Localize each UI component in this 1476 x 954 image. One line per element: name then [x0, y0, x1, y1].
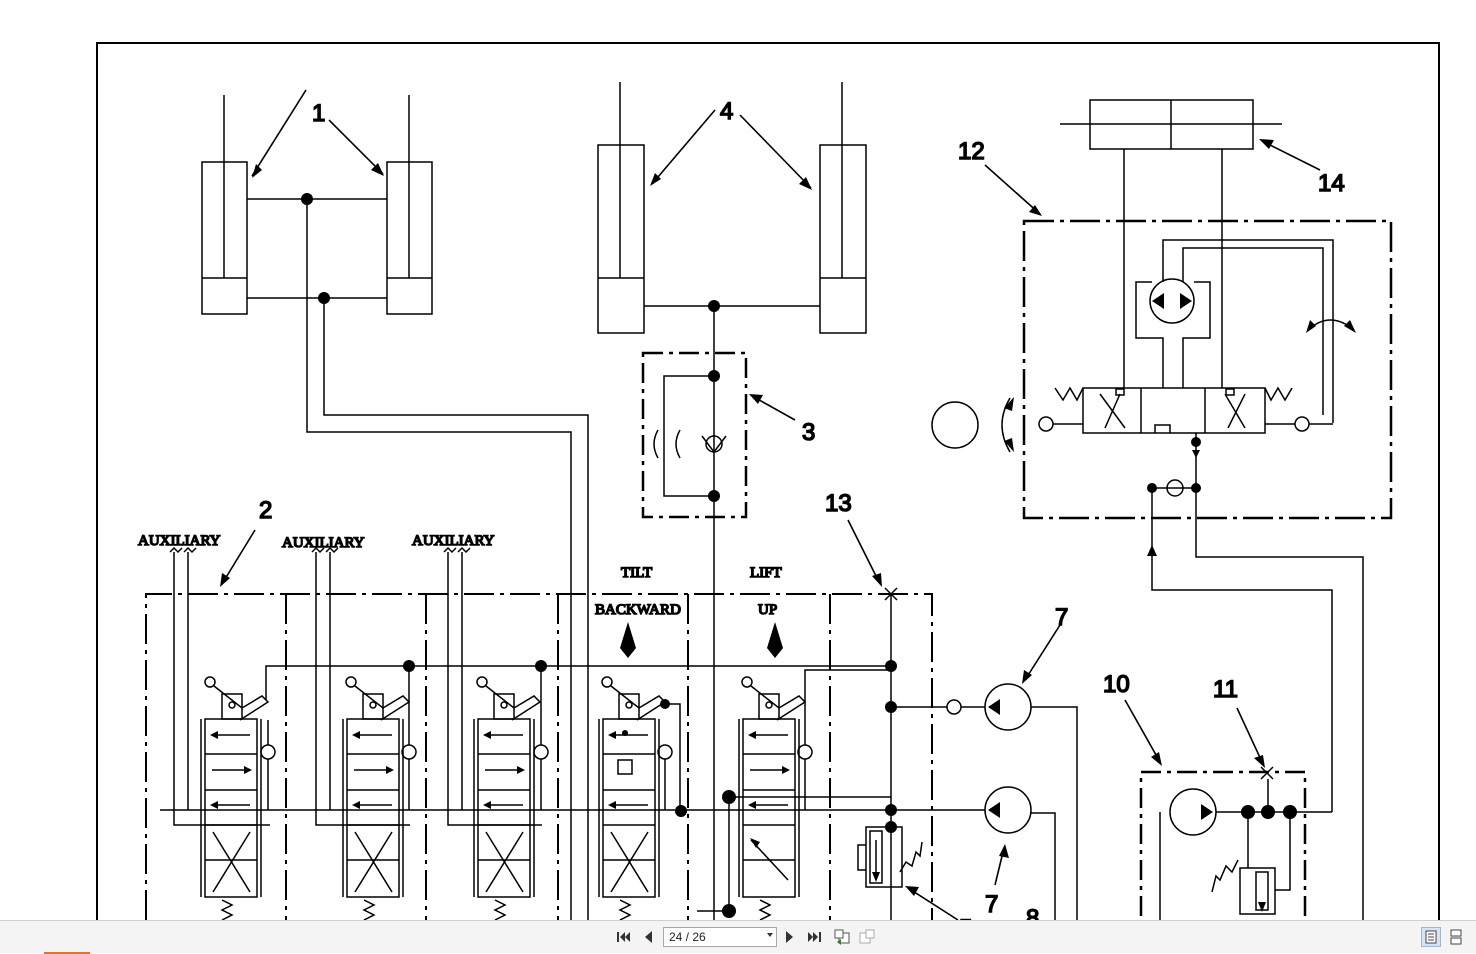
- flow-protector: [641, 351, 796, 519]
- page-frame: [96, 42, 1440, 920]
- callout-5: 5: [959, 915, 972, 920]
- label-up: UP: [758, 602, 777, 618]
- callout-12: 12: [958, 138, 985, 165]
- callout-4: 4: [720, 98, 733, 125]
- lift-up-arrow: [767, 622, 783, 658]
- go-back-icon[interactable]: [833, 928, 851, 946]
- last-page-icon[interactable]: [806, 928, 824, 946]
- previous-page-icon[interactable]: [639, 928, 657, 946]
- label-backward: BACKWARD: [595, 602, 681, 618]
- callout-11: 11: [1213, 676, 1238, 703]
- viewer-toolbar: 24 / 26: [0, 920, 1476, 954]
- callout-14: 14: [1318, 170, 1345, 197]
- chevron-down-icon[interactable]: [767, 933, 773, 937]
- callout-7-upper: 7: [1055, 604, 1068, 631]
- tilt-cylinders: [201, 89, 433, 315]
- hydraulic-schematic: 1 2 3 4 7 7 8 5 10 11 12 13 14 AUXILIARY…: [96, 42, 1440, 920]
- steering-cylinder: [1060, 99, 1321, 171]
- lift-cylinders: [597, 82, 867, 334]
- callout-7-lower: 7: [985, 891, 998, 918]
- steering-unit: [931, 149, 1393, 920]
- callout-8: 8: [1026, 905, 1039, 920]
- label-auxiliary-3: AUXILIARY: [412, 533, 495, 549]
- single-page-view-icon[interactable]: [1421, 927, 1441, 947]
- next-page-icon[interactable]: [781, 928, 799, 946]
- continuous-view-icon[interactable]: [1446, 927, 1466, 947]
- document-viewport[interactable]: 1 2 3 4 7 7 8 5 10 11 12 13 14 AUXILIARY…: [0, 0, 1476, 920]
- callout-3: 3: [802, 419, 815, 446]
- label-auxiliary-2: AUXILIARY: [282, 535, 365, 551]
- page-number-field[interactable]: 24 / 26: [663, 927, 777, 947]
- callout-1: 1: [312, 100, 325, 127]
- tilt-backward-arrow: [620, 622, 636, 658]
- label-tilt: TILT: [621, 565, 652, 581]
- callout-10: 10: [1103, 671, 1130, 698]
- go-forward-icon[interactable]: [858, 928, 876, 946]
- label-lift: LIFT: [750, 565, 782, 581]
- pump-circuit: [847, 519, 1078, 920]
- control-valve-housing: [145, 529, 933, 920]
- page-indicator: 24 / 26: [669, 930, 706, 944]
- callout-13: 13: [825, 490, 852, 517]
- auxiliary-pump-unit: [1124, 699, 1332, 920]
- label-auxiliary-1: AUXILIARY: [138, 533, 221, 549]
- valve-spools: [200, 666, 891, 920]
- first-page-icon[interactable]: [614, 928, 632, 946]
- callout-2: 2: [259, 497, 272, 524]
